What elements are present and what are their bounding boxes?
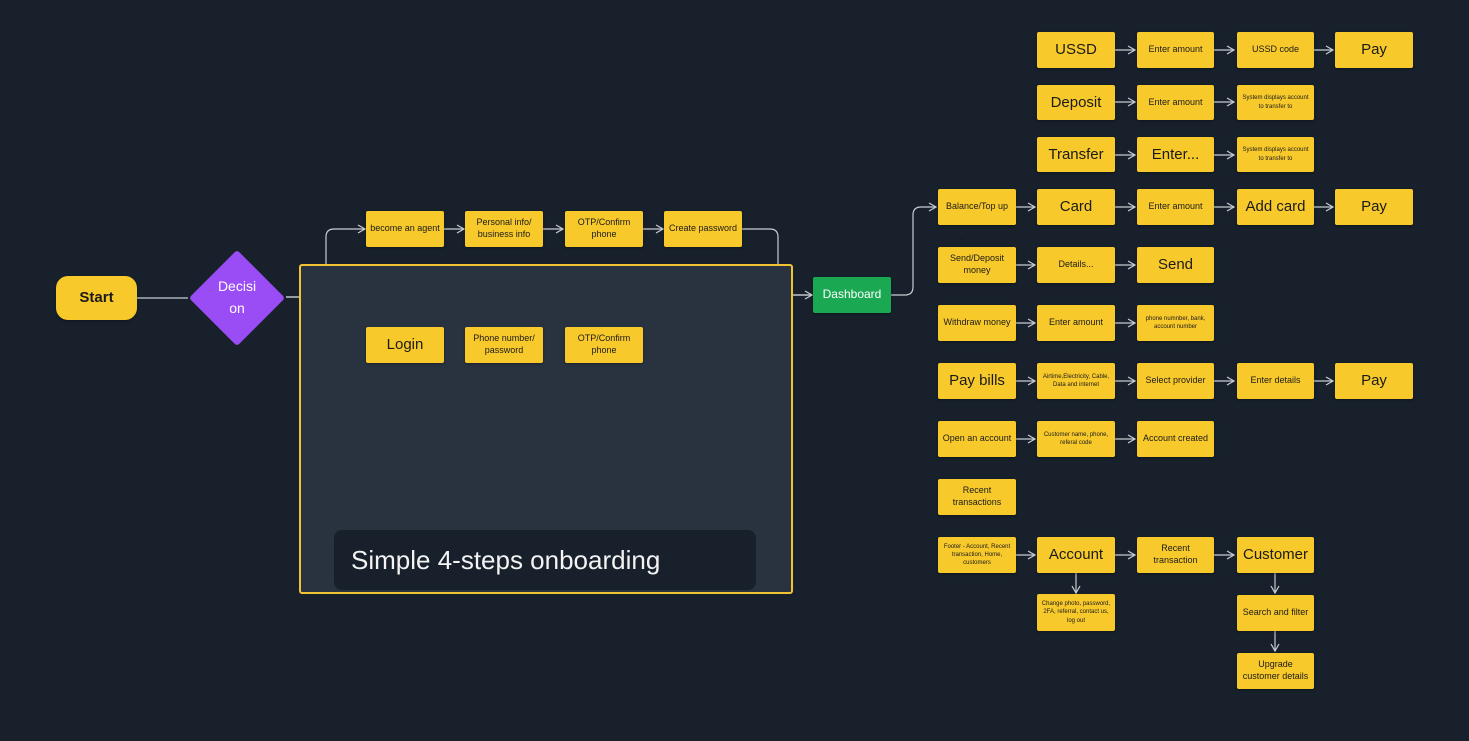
node-ussd-code[interactable]: USSD code xyxy=(1237,32,1314,68)
node-details[interactable]: Details... xyxy=(1037,247,1115,283)
node-ussd[interactable]: USSD xyxy=(1037,32,1115,68)
node-airtime-etc[interactable]: Airtime,Electricity, Cable, Data and int… xyxy=(1037,363,1115,399)
faint-annotation: ... xyxy=(959,230,964,236)
node-search-filter[interactable]: Search and filter xyxy=(1237,595,1314,631)
node-become-agent[interactable]: become an agent xyxy=(366,211,444,247)
node-customer[interactable]: Customer xyxy=(1237,537,1314,573)
node-otp-confirm-login[interactable]: OTP/Confirm phone xyxy=(565,327,643,363)
node-balance-top-up[interactable]: Balance/Top up xyxy=(938,189,1016,225)
node-open-account[interactable]: Open an account xyxy=(938,421,1016,457)
node-create-password[interactable]: Create password xyxy=(664,211,742,247)
node-start[interactable]: Start xyxy=(56,276,137,320)
node-select-provider[interactable]: Select provider xyxy=(1137,363,1214,399)
node-card-enter-amount[interactable]: Enter amount xyxy=(1137,189,1214,225)
node-otp-confirm-agent[interactable]: OTP/Confirm phone xyxy=(565,211,643,247)
node-account[interactable]: Account xyxy=(1037,537,1115,573)
node-pay-bills[interactable]: Pay bills xyxy=(938,363,1016,399)
node-login[interactable]: Login xyxy=(366,327,444,363)
node-bills-pay[interactable]: Pay xyxy=(1335,363,1413,399)
node-decision[interactable]: Decision xyxy=(188,249,286,346)
node-phone-password[interactable]: Phone number/ password xyxy=(465,327,543,363)
node-recent-transactions[interactable]: Recent transactions xyxy=(938,479,1016,515)
node-account-settings[interactable]: Change photo, password, 2FA, referral, c… xyxy=(1037,594,1115,631)
node-transfer[interactable]: Transfer xyxy=(1037,137,1115,172)
node-phone-bank-account[interactable]: phone numnber, bank, account number xyxy=(1137,305,1214,341)
node-decision-label: Decision xyxy=(217,277,257,316)
node-ussd-enter-amount[interactable]: Enter amount xyxy=(1137,32,1214,68)
node-ussd-pay[interactable]: Pay xyxy=(1335,32,1413,68)
node-withdraw-money[interactable]: Withdraw money xyxy=(938,305,1016,341)
node-card-pay[interactable]: Pay xyxy=(1335,189,1413,225)
node-add-card[interactable]: Add card xyxy=(1237,189,1314,225)
node-transfer-enter[interactable]: Enter... xyxy=(1137,137,1214,172)
node-personal-info[interactable]: Personal info/ business info xyxy=(465,211,543,247)
node-deposit-enter-amount[interactable]: Enter amount xyxy=(1137,85,1214,120)
node-deposit-system-displays[interactable]: System displays account to transfer to xyxy=(1237,85,1314,120)
node-send[interactable]: Send xyxy=(1137,247,1214,283)
connector xyxy=(891,202,938,296)
node-footer-items[interactable]: Footer - Account, Recent transaction, Ho… xyxy=(938,537,1016,573)
node-withdraw-enter-amount[interactable]: Enter amount xyxy=(1037,305,1115,341)
section-title: Simple 4-steps onboarding xyxy=(334,530,756,590)
node-deposit[interactable]: Deposit xyxy=(1037,85,1115,120)
node-account-created[interactable]: Account created xyxy=(1137,421,1214,457)
node-transfer-system-displays[interactable]: System displays account to transfer to xyxy=(1237,137,1314,172)
node-card[interactable]: Card xyxy=(1037,189,1115,225)
node-upgrade-customer[interactable]: Upgrade customer details xyxy=(1237,653,1314,689)
node-customer-name-phone[interactable]: Customer name, phone, referal code xyxy=(1037,421,1115,457)
node-recent-transaction[interactable]: Recent transaction xyxy=(1137,537,1214,573)
node-enter-details[interactable]: Enter details xyxy=(1237,363,1314,399)
node-dashboard[interactable]: Dashboard xyxy=(813,277,891,313)
node-send-deposit-money[interactable]: Send/Deposit money xyxy=(938,247,1016,283)
